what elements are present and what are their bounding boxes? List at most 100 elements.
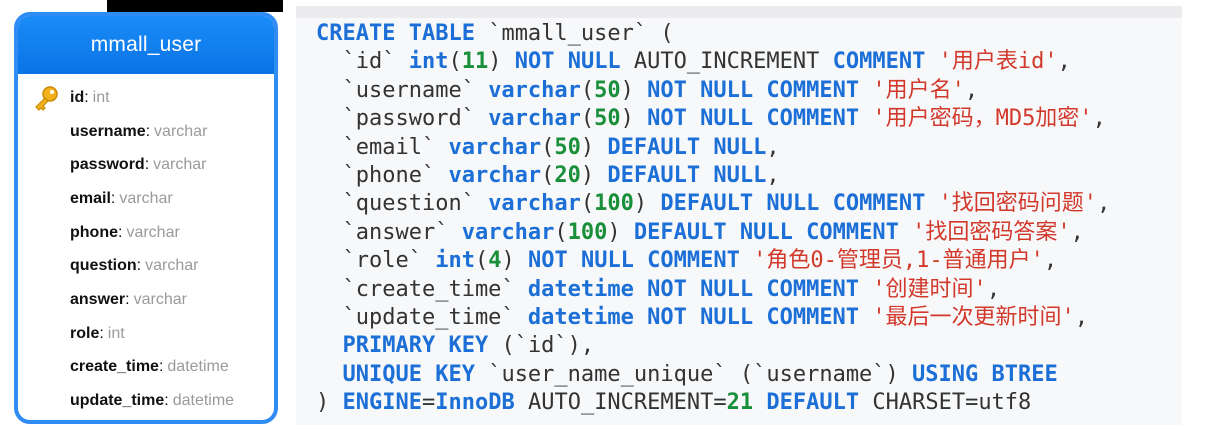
code-token-num: 20 <box>554 162 581 188</box>
field-name: role <box>70 324 100 342</box>
code-token-plain: `answer` <box>316 219 462 245</box>
top-black-bar <box>107 0 283 12</box>
field-type: varchar <box>153 156 207 174</box>
code-token-plain: `question` <box>316 191 489 217</box>
code-token-num: 4 <box>488 248 502 274</box>
code-token-num: 11 <box>461 49 489 75</box>
field-name: question <box>70 257 137 275</box>
field-type: varchar <box>119 189 173 207</box>
code-token-plain: ) <box>633 191 661 217</box>
code-token-kw: PRIMARY KEY <box>342 333 489 359</box>
code-token-plain: `phone` <box>316 162 449 188</box>
field-name: id <box>70 88 85 106</box>
code-token-str: '用户表id' <box>938 49 1058 75</box>
code-line: `role` int(4) NOT NULL COMMENT '角色0-管理员,… <box>316 247 1110 275</box>
code-token-plain: , <box>766 162 780 188</box>
code-token-plain: ) <box>580 162 608 188</box>
code-token-plain: , <box>766 134 780 160</box>
code-line: PRIMARY KEY (`id`), <box>316 332 1110 360</box>
code-panel <box>296 6 1182 425</box>
code-line: `create_time` datetime NOT NULL COMMENT … <box>316 276 1110 304</box>
field-name: create_time <box>70 358 159 376</box>
code-token-plain: ( <box>554 219 568 245</box>
code-token-plain: ) <box>488 49 515 75</box>
code-token-plain: ) <box>501 248 528 274</box>
code-line: UNIQUE KEY `user_name_unique` (`username… <box>316 361 1110 389</box>
field-list: id:int username:varchar password:varchar… <box>18 74 274 418</box>
code-token-num: 100 <box>594 191 634 217</box>
code-token-plain: AUTO_INCREMENT= <box>514 390 727 416</box>
field-row-id: id:int <box>18 81 274 115</box>
code-token-kw: varchar <box>488 106 581 132</box>
code-token-kw: datetime NOT NULL COMMENT <box>527 304 860 330</box>
code-token-kw: DEFAULT NULL <box>607 162 767 188</box>
field-row-create-time: create_time:datetime <box>70 358 229 376</box>
code-token-plain: `mmall_user` ( <box>474 21 674 46</box>
code-token-kw: NOT NULL COMMENT <box>647 77 860 103</box>
code-token-kw: varchar <box>448 134 542 160</box>
code-line: `phone` varchar(20) DEFAULT NULL, <box>316 162 1110 190</box>
field-type: varchar <box>154 122 208 140</box>
code-token-num: 50 <box>554 134 581 160</box>
code-token-str: '角色0-管理员,1-普通用户' <box>753 248 1044 274</box>
code-token-plain: , <box>1057 49 1071 75</box>
code-token-kw: varchar <box>488 77 581 103</box>
code-token-kw: CREATE TABLE <box>316 21 475 46</box>
code-token-plain: ) <box>620 106 648 132</box>
code-token-kw: DEFAULT NULL COMMENT <box>633 219 899 245</box>
code-token-str: '找回密码问题' <box>938 191 1098 217</box>
code-token-plain: , <box>1043 248 1058 274</box>
code-token-plain: `user_name_unique` (`username`) <box>474 361 913 387</box>
field-name: password <box>70 156 145 174</box>
code-token-plain <box>859 305 872 330</box>
field-row-email: email:varchar <box>70 189 173 207</box>
field-row-password: password:varchar <box>70 156 207 174</box>
code-token-str: '找回密码答案' <box>912 219 1071 245</box>
code-line: CREATE TABLE `mmall_user` ( <box>316 20 1110 48</box>
code-token-kw: USING BTREE <box>912 361 1058 387</box>
code-token-str: '最后一次更新时间' <box>872 304 1075 330</box>
code-token-kw: varchar <box>488 191 581 217</box>
code-token-plain: ( <box>580 77 595 103</box>
code-token-plain: , <box>986 276 1001 302</box>
code-token-plain: ( <box>448 49 462 75</box>
code-token-kw: DEFAULT NULL COMMENT <box>660 191 926 217</box>
code-line: `question` varchar(100) DEFAULT NULL COM… <box>316 190 1110 218</box>
code-line: `email` varchar(50) DEFAULT NULL, <box>316 134 1110 162</box>
code-line: ) ENGINE=InnoDB AUTO_INCREMENT=21 DEFAUL… <box>316 389 1110 417</box>
code-token-num: 21 <box>726 390 754 416</box>
code-token-plain: `id` <box>316 49 409 75</box>
code-token-kw: NOT NULL COMMENT <box>647 106 860 132</box>
code-token-plain <box>925 49 938 74</box>
code-token-plain <box>316 362 343 387</box>
code-token-plain: , <box>964 77 979 103</box>
code-token-plain <box>925 191 938 216</box>
code-token-plain: `username` <box>316 77 489 103</box>
field-name: email <box>70 189 111 207</box>
code-token-plain: ( <box>474 248 489 274</box>
code-token-plain: `password` <box>316 106 489 132</box>
field-row-question: question:varchar <box>70 257 199 275</box>
code-token-str: '创建时间' <box>872 276 987 302</box>
code-token-plain: (`id`), <box>488 333 595 359</box>
code-token-plain <box>859 106 872 131</box>
field-row-role: role:int <box>70 324 125 342</box>
code-token-plain: CHARSET=utf8 <box>859 390 1032 416</box>
code-token-plain <box>316 333 343 358</box>
field-type: datetime <box>172 392 235 410</box>
code-line: `username` varchar(50) NOT NULL COMMENT … <box>316 77 1110 105</box>
field-name: answer <box>70 290 126 308</box>
code-line: `password` varchar(50) NOT NULL COMMENT … <box>316 105 1110 133</box>
code-token-plain: ( <box>541 162 555 188</box>
code-token-str: '用户名' <box>872 77 965 103</box>
code-token-plain <box>899 220 912 245</box>
table-name: mmall_user <box>90 33 202 56</box>
code-token-plain <box>753 390 766 415</box>
field-name: username <box>70 122 146 140</box>
code-token-plain: ( <box>580 106 595 132</box>
code-token-kw: ENGINE <box>342 390 422 416</box>
code-token-num: 100 <box>567 219 608 245</box>
code-token-plain <box>740 248 753 273</box>
code-token-kw: DEFAULT <box>766 390 860 416</box>
code-token-num: 50 <box>594 77 621 103</box>
